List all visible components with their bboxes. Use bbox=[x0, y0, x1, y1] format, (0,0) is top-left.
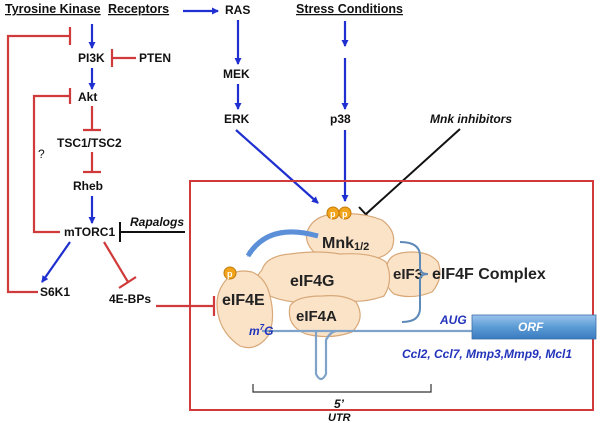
protein-eif4a: eIF4A bbox=[296, 308, 337, 325]
node-question: ? bbox=[38, 147, 45, 161]
cap-sup: 7 bbox=[260, 323, 265, 332]
phospho-marks bbox=[223, 206, 352, 280]
cap-m: m bbox=[249, 324, 260, 338]
orf-block bbox=[471, 314, 597, 340]
protein-mnk-main: Mnk bbox=[322, 235, 354, 252]
node-ras: RAS bbox=[225, 3, 250, 17]
node-mnk-inhibitors: Mnk inhibitors bbox=[430, 112, 512, 126]
phospho-mnk-2 bbox=[338, 206, 352, 220]
node-s6k1: S6K1 bbox=[40, 285, 70, 299]
node-pten: PTEN bbox=[139, 51, 171, 65]
protein-mnk: Mnk1/2 bbox=[322, 235, 369, 253]
node-p38: p38 bbox=[330, 112, 351, 126]
eif4f-complex-box bbox=[189, 180, 594, 411]
protein-eif4e: eIF4E bbox=[222, 292, 265, 309]
orf-label: ORF bbox=[518, 320, 544, 334]
inhibition-lines bbox=[6, 27, 216, 316]
node-erk: ERK bbox=[224, 112, 250, 126]
protein-blobs bbox=[216, 213, 441, 349]
mnk-to-eif4e-arrow bbox=[245, 229, 319, 258]
node-tsc: TSC1/TSC2 bbox=[57, 136, 122, 150]
eif4e-blob bbox=[216, 270, 274, 349]
cap-g: G bbox=[264, 324, 273, 338]
eif3-blob bbox=[384, 251, 441, 298]
five-prime-label: 5’ bbox=[334, 397, 345, 411]
cap-label: m7G bbox=[249, 323, 273, 338]
phospho-eif4e bbox=[223, 266, 237, 280]
node-4ebps: 4E-BPs bbox=[109, 292, 151, 306]
phospho-eif4e-label: p bbox=[227, 269, 233, 279]
complex-label: eIF4F Complex bbox=[432, 266, 546, 283]
node-rheb: Rheb bbox=[73, 179, 103, 193]
protein-eif3: eIF3 bbox=[393, 266, 423, 283]
phospho-mnk-1-label: p bbox=[330, 209, 336, 219]
node-akt: Akt bbox=[78, 90, 97, 104]
utr-bracket bbox=[252, 384, 432, 393]
header-stress-conditions: Stress Conditions bbox=[296, 2, 403, 16]
activation-arrows bbox=[41, 7, 349, 283]
protein-eif4g: eIF4G bbox=[290, 273, 334, 290]
utr-hairpin bbox=[314, 329, 337, 381]
aug-label: AUG bbox=[439, 313, 467, 327]
eif4a-blob bbox=[288, 295, 361, 338]
protein-mnk-sub: 1/2 bbox=[354, 241, 369, 253]
mrna bbox=[262, 314, 597, 381]
node-mek: MEK bbox=[223, 67, 250, 81]
node-pi3k: PI3K bbox=[78, 51, 105, 65]
complex-brace bbox=[399, 241, 429, 323]
phospho-mnk-2-label: p bbox=[342, 209, 348, 219]
node-rapalogs: Rapalogs bbox=[130, 215, 184, 229]
header-receptors: Receptors bbox=[108, 2, 169, 16]
header-tyrosine-kinase: Tyrosine Kinase bbox=[5, 2, 101, 16]
target-genes: Ccl2, Ccl7, Mmp3,Mmp9, Mcl1 bbox=[402, 347, 572, 361]
node-mtorc1: mTORC1 bbox=[64, 225, 115, 239]
utr-label: UTR bbox=[328, 412, 351, 423]
